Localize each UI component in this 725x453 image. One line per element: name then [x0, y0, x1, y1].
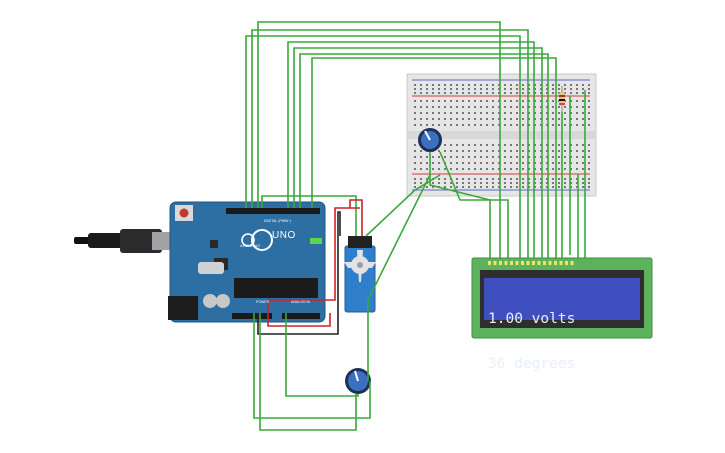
servo-motor[interactable]: [344, 236, 376, 313]
power-header[interactable]: [232, 313, 272, 319]
wire[interactable]: [251, 29, 529, 258]
usb-cable[interactable]: [74, 229, 172, 253]
lcd-text: 1.00 volts 36 degrees: [488, 282, 638, 372]
digital-header[interactable]: [226, 208, 320, 214]
wire[interactable]: [429, 152, 491, 258]
lcd-line-2: 36 degrees: [488, 356, 576, 372]
wire[interactable]: [259, 313, 357, 431]
lcd-pin[interactable]: [499, 261, 502, 265]
lcd-pin[interactable]: [548, 261, 552, 265]
wire[interactable]: [267, 207, 360, 327]
arduino-brand-label: ARDUINO: [240, 243, 261, 248]
resistor[interactable]: [559, 86, 565, 112]
lcd-pin[interactable]: [570, 261, 574, 265]
arduino-logo-icon: [251, 229, 273, 251]
lcd-pin[interactable]: [488, 261, 491, 265]
capacitor-1: [203, 294, 217, 308]
wire[interactable]: [285, 313, 359, 397]
arduino-board[interactable]: [168, 201, 326, 323]
potentiometer-2[interactable]: [345, 368, 371, 394]
power-jack: [168, 296, 198, 320]
lcd-pin[interactable]: [510, 261, 513, 265]
lcd-pin[interactable]: [521, 261, 524, 265]
lcd-pin[interactable]: [543, 261, 546, 265]
lcd-screen: [484, 278, 640, 320]
wire[interactable]: [367, 174, 431, 381]
power-pins-label: POWER: [256, 300, 270, 304]
analog-pins-label: ANALOG IN: [291, 300, 311, 304]
wire[interactable]: [245, 35, 521, 258]
wire[interactable]: [293, 47, 543, 258]
wire[interactable]: [349, 199, 363, 236]
capacitor-2: [216, 294, 230, 308]
lcd-pin[interactable]: [493, 261, 497, 265]
wire[interactable]: [257, 211, 341, 335]
lcd-line-1: 1.00 volts: [488, 311, 576, 327]
lcd-pin[interactable]: [504, 261, 508, 265]
wire[interactable]: [439, 151, 509, 258]
digital-pins-label: DIGITAL (PWM~): [264, 219, 292, 223]
lcd-pin[interactable]: [526, 261, 530, 265]
wire[interactable]: [287, 41, 535, 258]
potentiometer-1[interactable]: [418, 128, 442, 152]
wire[interactable]: [299, 53, 549, 258]
reset-button[interactable]: [179, 208, 189, 218]
wire[interactable]: [261, 195, 357, 236]
wires[interactable]: [245, 21, 586, 431]
wire[interactable]: [365, 174, 441, 237]
lcd-pin[interactable]: [559, 261, 563, 265]
atmega-chip: [234, 278, 318, 298]
wire[interactable]: [253, 313, 371, 419]
led-on: [310, 238, 322, 244]
lcd-pin[interactable]: [515, 261, 519, 265]
wire[interactable]: [257, 21, 501, 258]
lcd-pin[interactable]: [537, 261, 541, 265]
lcd-pin[interactable]: [565, 261, 568, 265]
servo-connector: [348, 236, 372, 248]
lcd-pin[interactable]: [532, 261, 535, 265]
wire[interactable]: [311, 57, 557, 258]
analog-header[interactable]: [282, 313, 320, 319]
lcd-display[interactable]: [471, 257, 653, 339]
lcd-pin[interactable]: [554, 261, 557, 265]
uno-label: UNO: [272, 230, 296, 241]
